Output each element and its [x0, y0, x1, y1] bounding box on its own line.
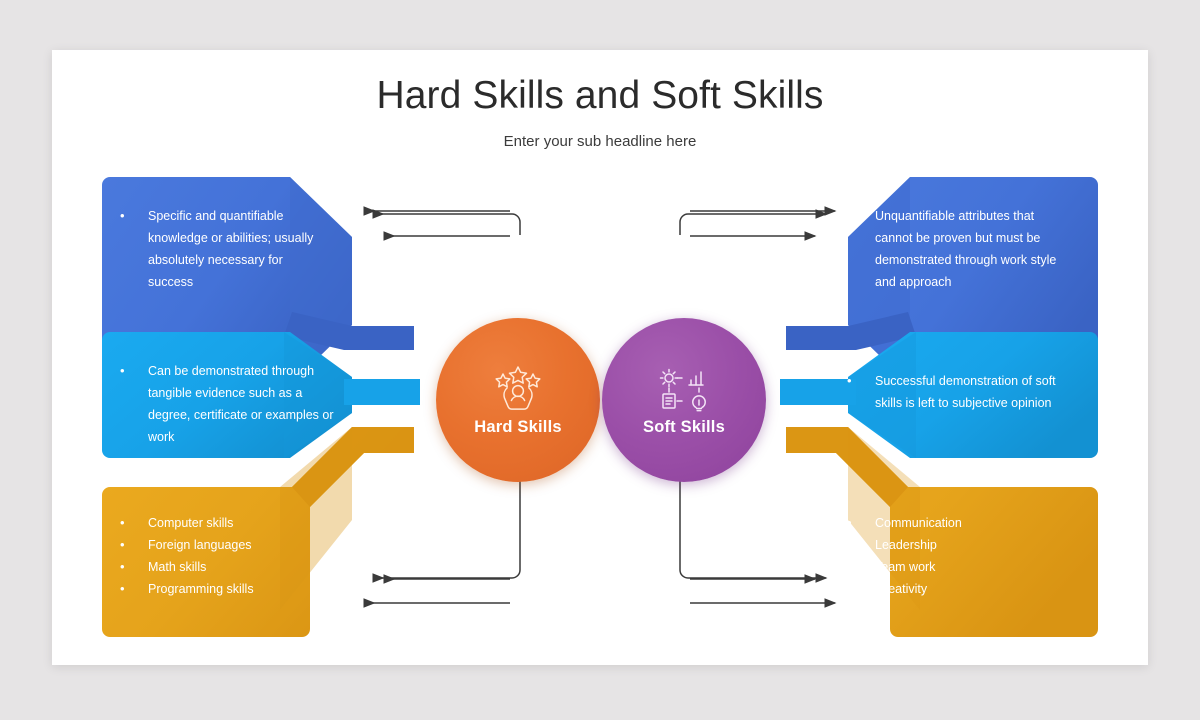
list-item: • Leadership: [847, 534, 1062, 556]
page-title: Hard Skills and Soft Skills: [376, 74, 824, 117]
left-block-orange-shape[interactable]: [102, 419, 414, 637]
bullet-icon: •: [847, 559, 852, 574]
right-block-1-text: • Unquantifiable attributes that cannot …: [847, 205, 1062, 293]
list-item: • Programming skills: [120, 578, 335, 600]
list-item: • Creativity: [847, 578, 1062, 600]
left-block-1-text: • Specific and quantifiable knowledge or…: [120, 205, 325, 293]
list-item-label: Team work: [875, 560, 936, 574]
hub-hard-skills-label: Hard Skills: [474, 417, 562, 436]
hands-holding-person-with-stars-icon: [495, 365, 541, 410]
bullet-icon: •: [847, 373, 852, 388]
list-item-label: Foreign languages: [148, 538, 252, 552]
left-block-2-text: • Can be demonstrated through tangible e…: [120, 360, 335, 448]
list-item: • Computer skills: [120, 512, 335, 534]
list-item: • Foreign languages: [120, 534, 335, 556]
right-block-orange-shape[interactable]: [786, 427, 1098, 637]
list-item-label: Creativity: [875, 582, 928, 596]
page-subtitle: Enter your sub headline here: [503, 133, 697, 150]
right-block-1-body: Unquantifiable attributes that cannot be…: [875, 209, 1057, 289]
bullet-icon: •: [120, 581, 125, 596]
bullet-icon: •: [847, 208, 852, 223]
list-item-label: Programming skills: [148, 582, 254, 596]
list-item-label: Math skills: [148, 560, 207, 574]
left-connector-arrows: [363, 206, 521, 608]
gear-chart-document-bulb-grid-icon: [659, 368, 706, 411]
left-block-cyan-shape[interactable]: [102, 332, 420, 458]
skills-diagram: [102, 177, 1098, 637]
right-block-cyan-shape[interactable]: [780, 332, 1098, 458]
bullet-icon: •: [120, 515, 125, 530]
right-block-2-text: • Successful demonstration of soft skill…: [847, 370, 1062, 414]
right-connector-arrows: [679, 206, 837, 608]
hub-hard-skills[interactable]: Hard Skills: [436, 318, 600, 482]
list-item: • Team work: [847, 556, 1062, 578]
bullet-icon: •: [120, 559, 125, 574]
right-block-2-body: Successful demonstration of soft skills …: [875, 374, 1056, 410]
bullet-icon: •: [120, 208, 125, 223]
list-item: • Math skills: [120, 556, 335, 578]
list-item-label: Computer skills: [148, 516, 234, 530]
bullet-icon: •: [120, 537, 125, 552]
bullet-icon: •: [120, 363, 125, 378]
right-block-3-list: • Communication • Leadership • Team work…: [847, 512, 1062, 600]
list-item: • Communication: [847, 512, 1062, 534]
list-item-label: Leadership: [875, 538, 937, 552]
bullet-icon: •: [847, 537, 852, 552]
list-item-label: Communication: [875, 516, 962, 530]
hub-soft-skills-label: Soft Skills: [643, 417, 725, 436]
hub-soft-skills[interactable]: Soft Skills: [602, 318, 766, 482]
left-block-3-list: • Computer skills • Foreign languages • …: [120, 512, 335, 600]
bullet-icon: •: [847, 581, 852, 596]
left-block-1-body: Specific and quantifiable knowledge or a…: [148, 209, 314, 289]
presentation-slide: Hard Skills and Soft Skills Enter your s…: [52, 50, 1148, 665]
bullet-icon: •: [847, 515, 852, 530]
left-block-2-body: Can be demonstrated through tangible evi…: [148, 364, 334, 444]
